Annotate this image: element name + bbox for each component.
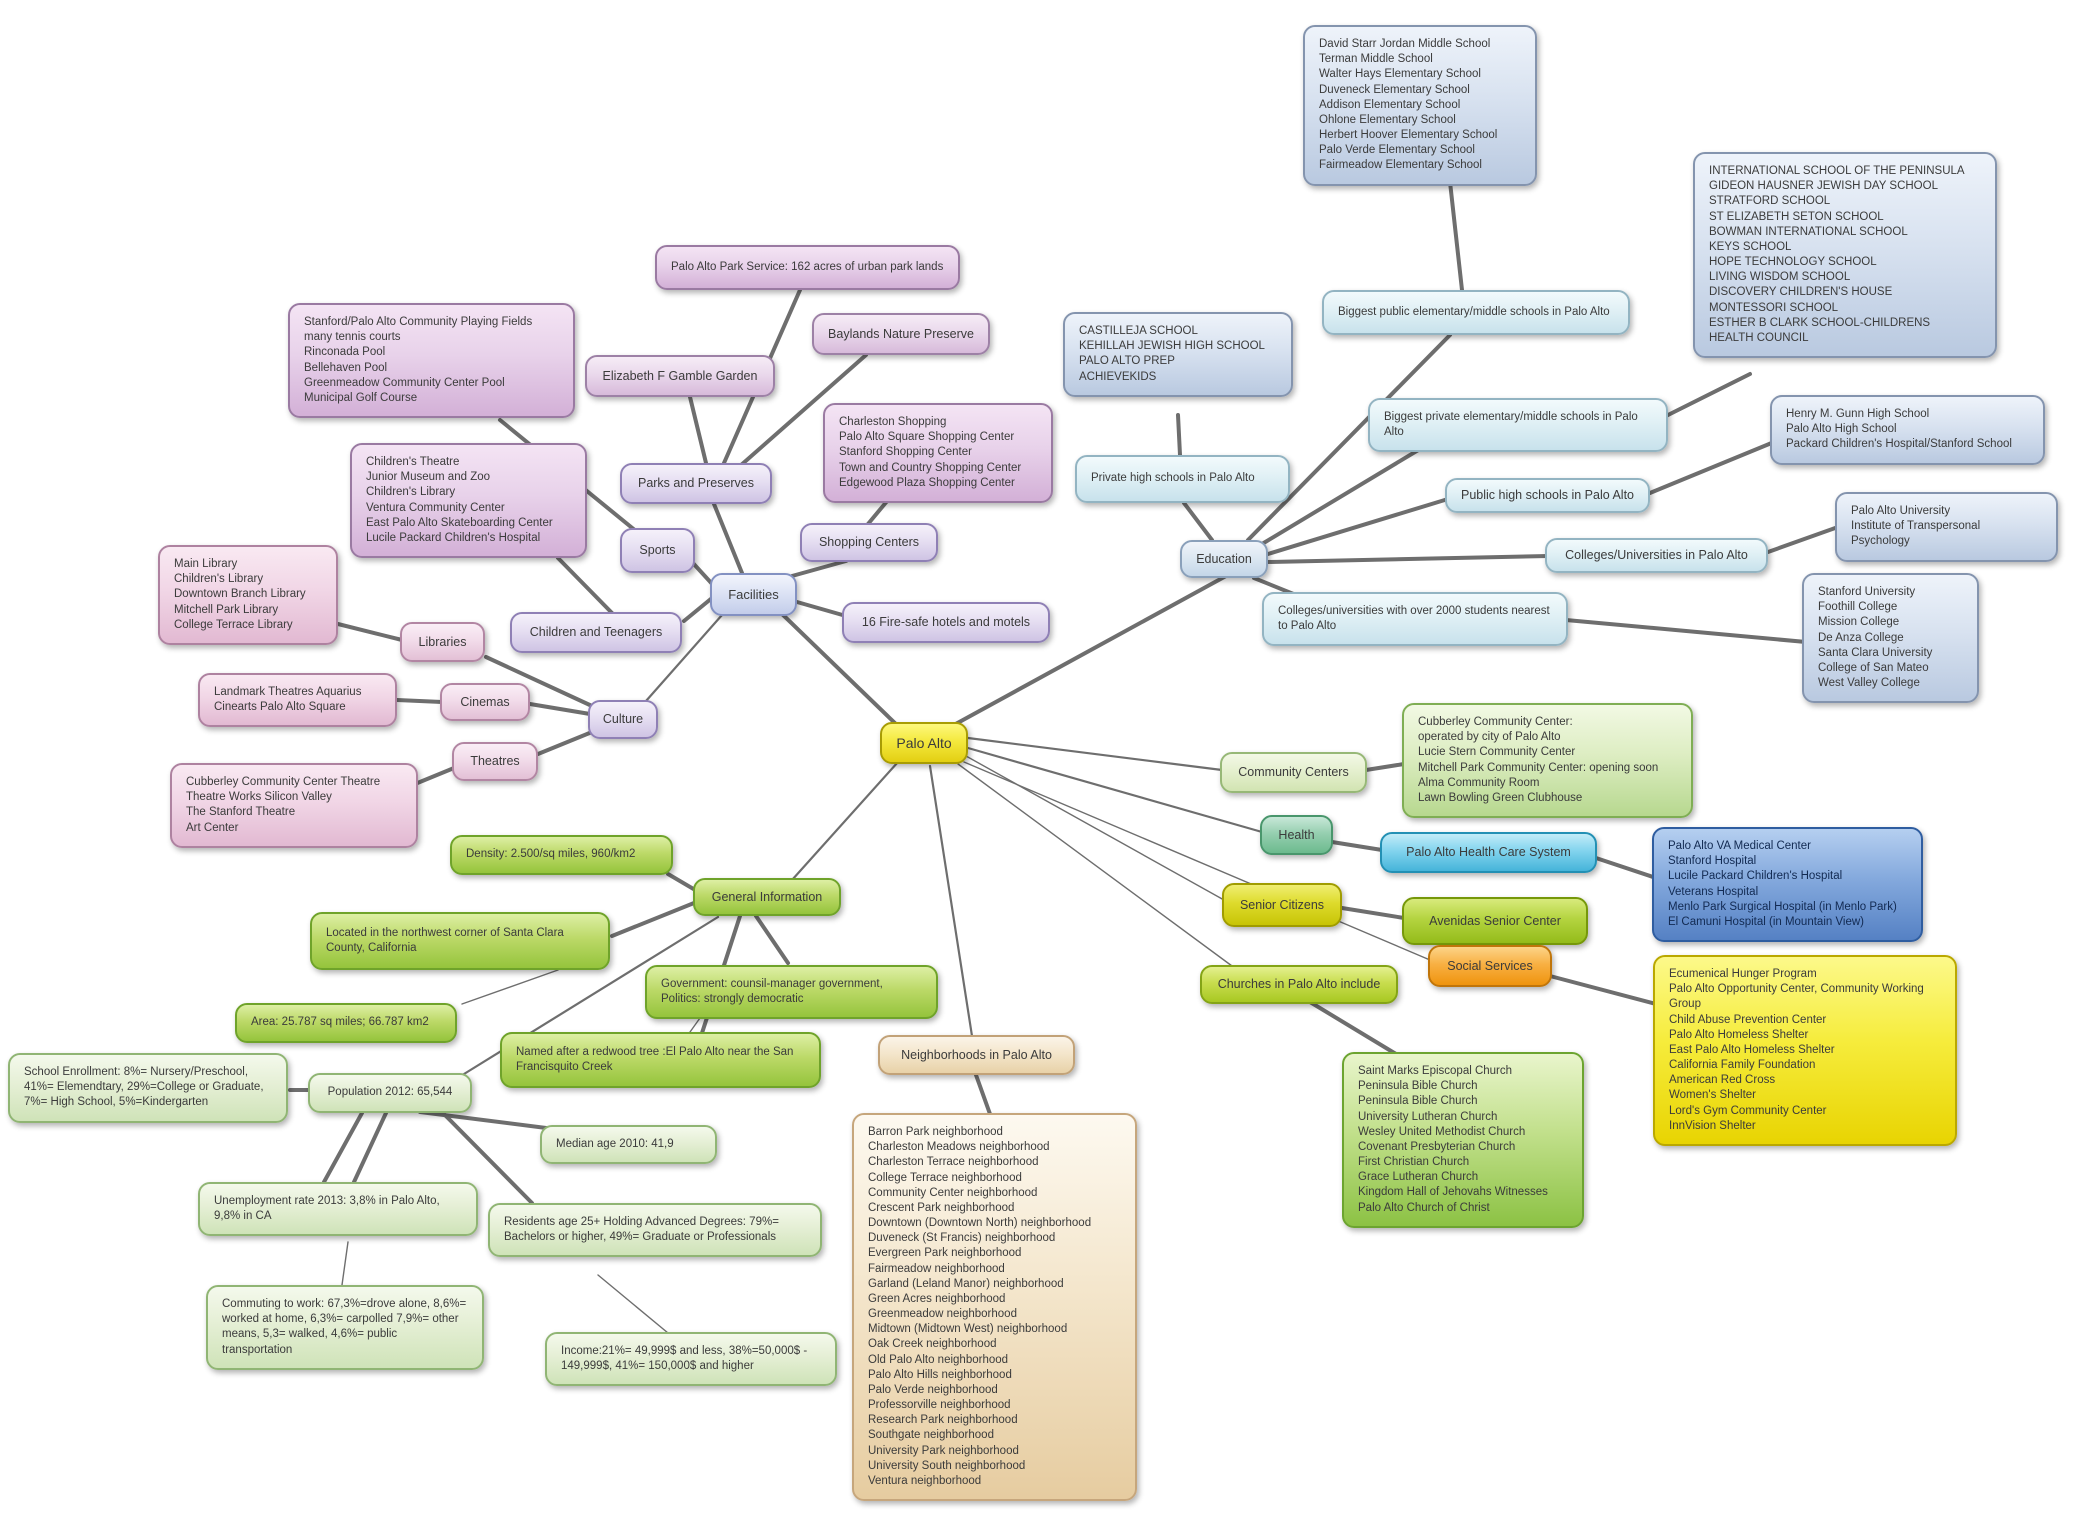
node-colleges-2000-list[interactable]: Stanford University Foothill College Mis…	[1802, 573, 1979, 704]
node-churches[interactable]: Churches in Palo Alto include	[1200, 965, 1398, 1004]
node-big-private-schools[interactable]: Biggest private elementary/middle school…	[1368, 398, 1668, 453]
node-senior-citizens[interactable]: Senior Citizens	[1222, 883, 1342, 927]
node-sports[interactable]: Sports	[620, 528, 695, 573]
node-education[interactable]: Education	[1180, 540, 1268, 578]
node-social-services-list[interactable]: Ecumenical Hunger Program Palo Alto Oppo…	[1653, 955, 1957, 1146]
node-parks-and-preserves[interactable]: Parks and Preserves	[620, 463, 772, 504]
node-general-information[interactable]: General Information	[693, 878, 841, 916]
node-density[interactable]: Density: 2.500/sq miles, 960/km2	[450, 835, 673, 875]
node-population[interactable]: Population 2012: 65,544	[308, 1073, 472, 1113]
node-children-and-teenagers[interactable]: Children and Teenagers	[510, 612, 682, 653]
node-public-high-list[interactable]: Henry M. Gunn High School Palo Alto High…	[1770, 395, 2045, 465]
node-public-high-schools[interactable]: Public high schools in Palo Alto	[1445, 478, 1650, 513]
node-churches-list[interactable]: Saint Marks Episcopal Church Peninsula B…	[1342, 1052, 1584, 1228]
node-health[interactable]: Health	[1260, 815, 1333, 855]
node-unemployment[interactable]: Unemployment rate 2013: 3,8% in Palo Alt…	[198, 1182, 478, 1237]
node-colleges-in-pa[interactable]: Colleges/Universities in Palo Alto	[1545, 538, 1768, 573]
node-shopping-list[interactable]: Charleston Shopping Palo Alto Square Sho…	[823, 403, 1053, 503]
node-community-centers[interactable]: Community Centers	[1220, 752, 1367, 793]
node-social-services[interactable]: Social Services	[1428, 945, 1552, 987]
node-cinemas-list[interactable]: Landmark Theatres Aquarius Cinearts Palo…	[198, 673, 397, 728]
node-residents-degrees[interactable]: Residents age 25+ Holding Advanced Degre…	[488, 1203, 822, 1258]
node-government[interactable]: Government: counsil-manager government, …	[645, 965, 938, 1020]
node-hotels[interactable]: 16 Fire-safe hotels and motels	[842, 602, 1050, 643]
node-school-enrollment[interactable]: School Enrollment: 8%= Nursery/Preschool…	[8, 1053, 288, 1123]
node-private-high-list[interactable]: CASTILLEJA SCHOOL KEHILLAH JEWISH HIGH S…	[1063, 312, 1293, 397]
node-colleges-in-pa-list[interactable]: Palo Alto University Institute of Transp…	[1835, 492, 2058, 562]
node-neighborhoods[interactable]: Neighborhoods in Palo Alto	[878, 1035, 1075, 1075]
node-palo-alto[interactable]: Palo Alto	[880, 722, 968, 764]
node-children-list[interactable]: Children's Theatre Junior Museum and Zoo…	[350, 443, 587, 559]
node-park-service[interactable]: Palo Alto Park Service: 162 acres of urb…	[655, 245, 960, 290]
node-playing-fields-list[interactable]: Stanford/Palo Alto Community Playing Fie…	[288, 303, 575, 419]
node-shopping-centers[interactable]: Shopping Centers	[800, 523, 938, 562]
node-colleges-2000[interactable]: Colleges/universities with over 2000 stu…	[1262, 592, 1568, 647]
node-gamble-garden[interactable]: Elizabeth F Gamble Garden	[585, 355, 775, 397]
node-culture[interactable]: Culture	[588, 700, 658, 739]
node-theatres-list[interactable]: Cubberley Community Center Theatre Theat…	[170, 763, 418, 848]
node-hospitals-list[interactable]: Palo Alto VA Medical Center Stanford Hos…	[1652, 827, 1923, 943]
node-health-care-system[interactable]: Palo Alto Health Care System	[1380, 832, 1597, 873]
node-neighborhoods-list[interactable]: Barron Park neighborhood Charleston Mead…	[852, 1113, 1137, 1502]
node-big-public-schools[interactable]: Biggest public elementary/middle schools…	[1322, 290, 1630, 335]
node-income[interactable]: Income:21%= 49,999$ and less, 38%=50,000…	[545, 1332, 837, 1387]
node-public-schools-list[interactable]: David Starr Jordan Middle School Terman …	[1303, 25, 1537, 186]
node-community-centers-list[interactable]: Cubberley Community Center: operated by …	[1402, 703, 1693, 819]
node-commuting[interactable]: Commuting to work: 67,3%=drove alone, 8,…	[206, 1285, 484, 1370]
node-private-schools-list[interactable]: INTERNATIONAL SCHOOL OF THE PENINSULA GI…	[1693, 152, 1997, 359]
node-median-age[interactable]: Median age 2010: 41,9	[540, 1125, 717, 1165]
node-located[interactable]: Located in the northwest corner of Santa…	[310, 912, 610, 970]
node-baylands[interactable]: Baylands Nature Preserve	[812, 313, 990, 355]
node-avenidas[interactable]: Avenidas Senior Center	[1402, 897, 1588, 945]
node-area[interactable]: Area: 25.787 sq miles; 66.787 km2	[235, 1003, 457, 1043]
node-private-high-schools[interactable]: Private high schools in Palo Alto	[1075, 455, 1290, 503]
node-theatres[interactable]: Theatres	[452, 742, 538, 781]
node-cinemas[interactable]: Cinemas	[440, 683, 530, 721]
node-named-after[interactable]: Named after a redwood tree :El Palo Alto…	[500, 1032, 821, 1088]
node-libraries-list[interactable]: Main Library Children's Library Downtown…	[158, 545, 338, 645]
node-libraries[interactable]: Libraries	[400, 622, 485, 662]
node-facilities[interactable]: Facilities	[710, 573, 797, 616]
